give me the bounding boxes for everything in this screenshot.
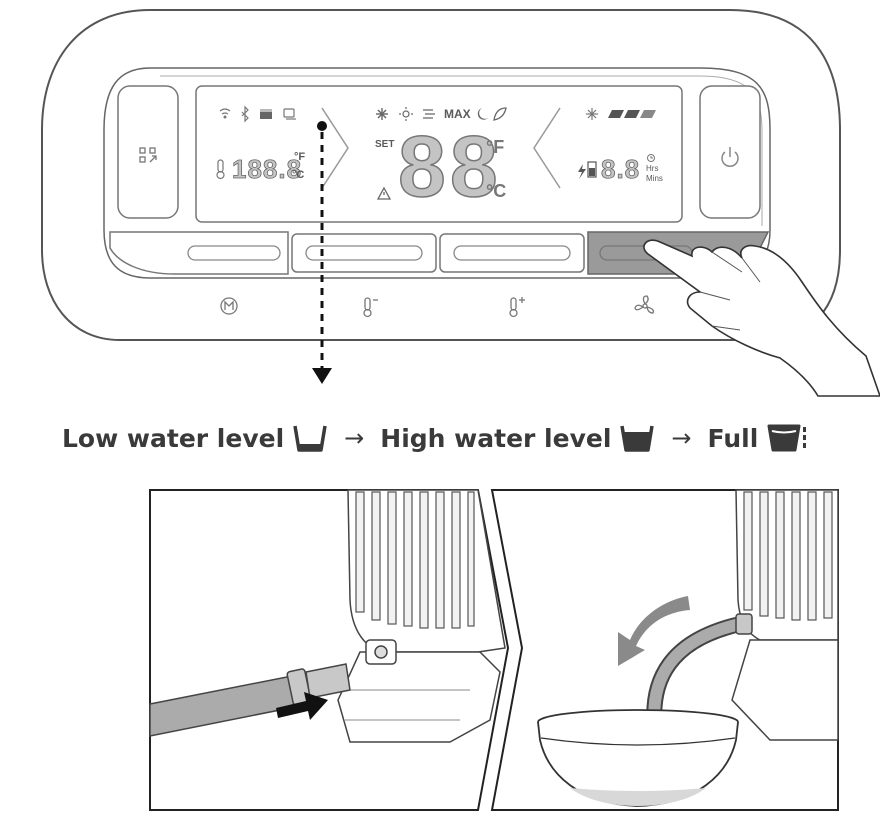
timer-digits: 8.8	[601, 154, 641, 184]
temp-down-icon	[363, 297, 378, 318]
room-unit-f: °F	[294, 151, 306, 163]
hose-connect-panel	[149, 489, 510, 811]
high-water-label: High water level	[380, 423, 612, 453]
fan-icon	[634, 295, 655, 314]
snowflake-icon	[376, 108, 388, 120]
leaf-icon	[493, 107, 507, 121]
fan-speed-icon	[586, 108, 598, 120]
hand-illustration	[643, 239, 880, 397]
button-strip	[109, 231, 770, 275]
mode-icon	[220, 297, 238, 315]
swing-button[interactable]	[117, 85, 179, 219]
high-water-icon	[620, 425, 655, 452]
room-unit-c: °C	[292, 169, 305, 181]
moon-icon	[477, 108, 488, 120]
temp-down-button[interactable]	[291, 233, 437, 273]
full-label: Full	[707, 423, 759, 453]
temp-up-button[interactable]	[439, 233, 585, 273]
unit-c: °C	[486, 181, 507, 201]
bowl	[537, 709, 739, 807]
mins-label: Mins	[646, 174, 663, 183]
charge-icon	[578, 161, 597, 179]
water-level-caption: Low water level → High water level → Ful…	[62, 416, 810, 460]
drain-illustrations	[149, 489, 839, 811]
warning-icon	[376, 186, 392, 200]
arrow-2: →	[671, 424, 692, 452]
clock-icon	[647, 154, 655, 162]
fan-speed-bars	[608, 110, 656, 118]
dashed-pointer-arrow	[312, 121, 332, 384]
low-water-icon	[293, 425, 327, 452]
unit-f: °F	[486, 137, 505, 157]
dry-icon	[423, 109, 435, 119]
sun-icon	[399, 107, 413, 121]
swing-icon	[139, 147, 157, 163]
full-water-icon	[767, 424, 807, 452]
thermometer-icon	[216, 159, 225, 180]
bluetooth-icon	[241, 105, 249, 123]
max-label: MAX	[444, 107, 471, 121]
lcd-display	[195, 85, 683, 223]
low-water-label: Low water level	[62, 423, 285, 453]
temp-up-icon	[509, 297, 525, 318]
drain-into-bowl-panel	[490, 489, 839, 811]
water-tank-icon	[260, 109, 272, 119]
hrs-label: Hrs	[646, 164, 659, 173]
wifi-icon	[219, 108, 231, 119]
set-temp-digits: 88	[397, 119, 502, 215]
control-panel-illustration	[41, 9, 880, 397]
power-icon	[721, 147, 739, 167]
room-temp-digits: 188.8	[232, 154, 303, 184]
tablet-icon	[283, 108, 296, 120]
arrow-1: →	[344, 424, 365, 452]
set-label: SET	[375, 139, 395, 150]
